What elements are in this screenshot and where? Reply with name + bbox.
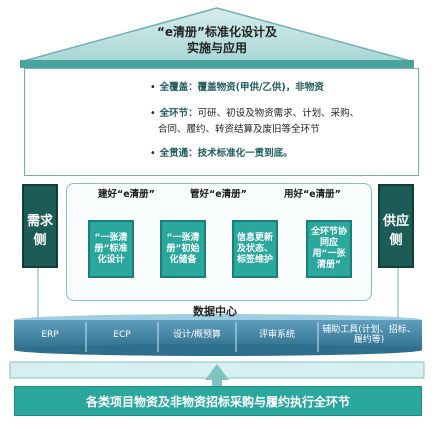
phase-build: 建好“e清册”: [98, 189, 155, 200]
features-panel: [24, 68, 419, 176]
step-collaborative-use: 全环节协同应用“一张清册”: [306, 220, 352, 278]
cycle-node-top-label: 全覆盖: [83, 98, 109, 108]
system-band-bottom: [14, 344, 422, 356]
step-standard-design: “一张清册”标准化设计: [88, 220, 134, 278]
feature-coverage: •全覆盖：覆盖物资(甲供/乙供)，非物资: [150, 82, 324, 93]
system-ecp: ECP: [113, 330, 131, 340]
system-aux-tools: 辅助工具(计划、招标、履约等): [322, 325, 416, 345]
roof-title-line1: “e清册”标准化设计及: [157, 25, 277, 39]
phase-manage: 管好“e清册”: [190, 189, 247, 200]
feature-all-links: •全环节：可研、初设及物资需求、计划、采购、: [150, 108, 360, 119]
data-center-label: 数据中心: [193, 305, 237, 318]
step-initial-reserve: “一张清册”初始化储备: [160, 220, 206, 278]
step-info-update: 信息更新及状态、标签维护: [232, 220, 278, 278]
bullet-icon: •: [150, 82, 156, 93]
feature-all-links-cont: 合同、履约、转资结算及废旧等全环节: [158, 124, 320, 135]
bottom-banner: 各类项目物资及非物资招标采购与履约执行全环节: [14, 386, 422, 416]
roof-beam: [20, 60, 414, 68]
cycle-node-left-label: 全环节: [34, 155, 60, 165]
demand-side-pillar: 需求 侧: [22, 184, 58, 268]
roof-title: “e清册”标准化设计及 实施与应用: [110, 24, 324, 56]
cycle-node-right-label: 全贯通: [117, 155, 143, 165]
bullet-icon: •: [150, 148, 156, 159]
system-erp: ERP: [41, 330, 59, 340]
feature-through: •全贯通：技术标准化一贯到底。: [150, 148, 293, 159]
system-review: 评审系统: [258, 330, 295, 340]
system-design-budget: 设计/概预算: [172, 330, 222, 340]
upward-arrow: [205, 364, 229, 386]
phase-use: 用好“e清册”: [284, 189, 341, 200]
bullet-icon: •: [150, 108, 156, 119]
roof-title-line2: 实施与应用: [186, 41, 247, 55]
supply-side-pillar: 供应 侧: [378, 184, 414, 268]
